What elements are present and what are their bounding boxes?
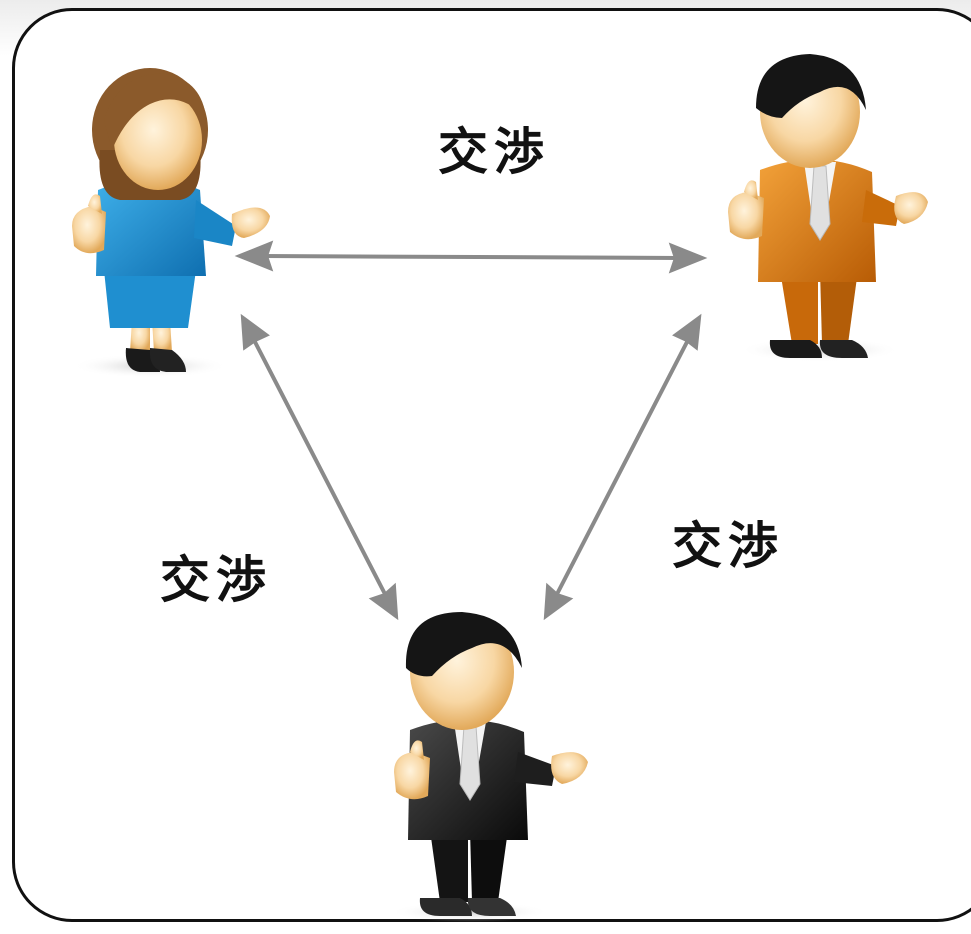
arrow-orange-black	[543, 313, 702, 621]
businessman-orange-icon	[728, 54, 928, 362]
edge-label-top: 交渉	[438, 123, 550, 181]
woman-person-icon	[72, 68, 270, 378]
edge-label-left: 交渉	[160, 551, 272, 609]
businessman-black-icon	[390, 612, 588, 922]
edge-label-right: 交渉	[672, 517, 784, 575]
arrow-woman-orange	[234, 240, 708, 274]
arrow-woman-black	[240, 313, 399, 621]
